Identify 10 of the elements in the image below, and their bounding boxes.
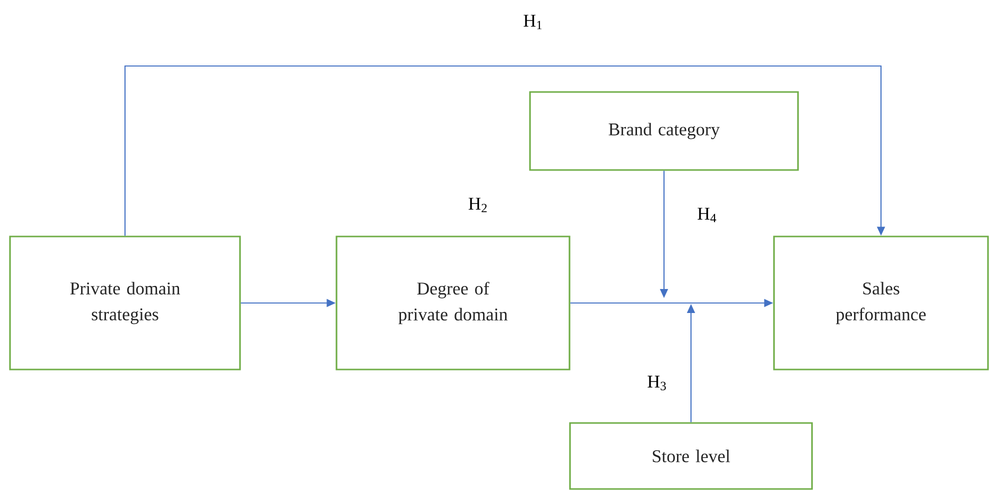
process-box: Brand category — [529, 91, 799, 171]
hypothesis-label: H$_{2}$ — [468, 198, 487, 212]
edge-label: H$_{3}$ — [646, 374, 668, 392]
process-box: Sales performance — [773, 236, 989, 370]
process-box: Private domain strategies — [9, 236, 241, 370]
edge-label: H$_{4}$ — [696, 206, 718, 224]
edge-label: H$_{1}$ — [522, 14, 544, 30]
arrow — [124, 65, 886, 236]
process-box: Degree of private domain — [336, 236, 570, 370]
process-box: Store level — [569, 422, 813, 490]
